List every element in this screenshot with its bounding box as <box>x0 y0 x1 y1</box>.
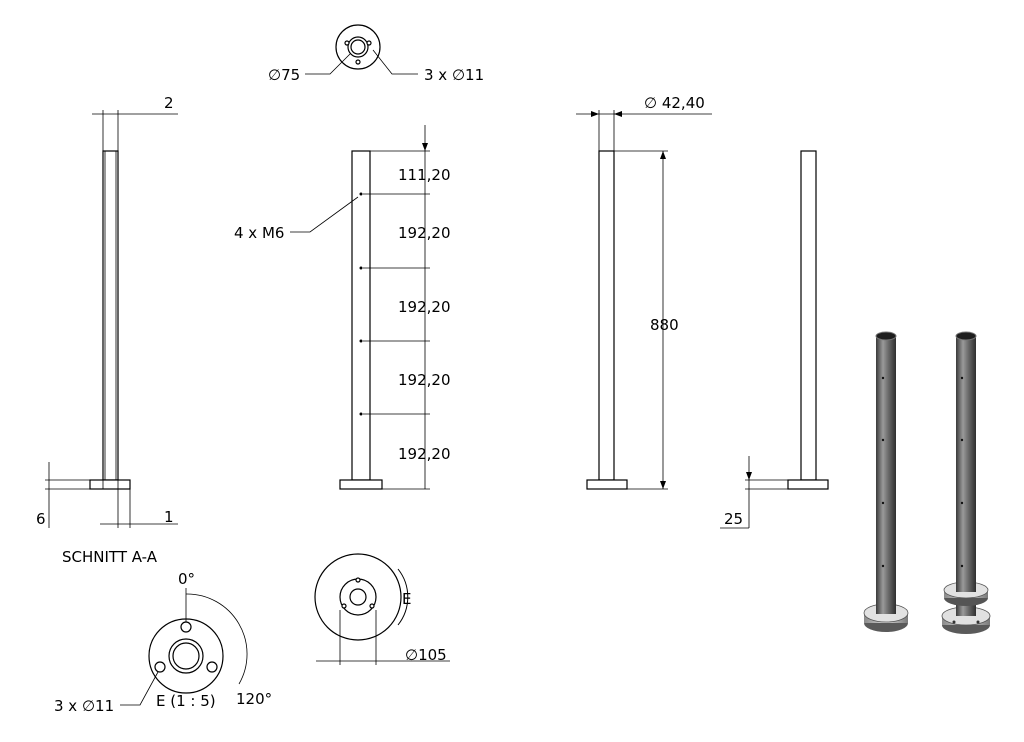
top-outer-dia-label: ∅75 <box>268 66 300 84</box>
base-offset-label: 1 <box>164 508 174 526</box>
top-holes-label: 3 x ∅11 <box>424 66 484 84</box>
detail-e-view <box>120 588 248 706</box>
height-label: 880 <box>650 316 679 334</box>
base-height-label: 6 <box>36 510 46 528</box>
detail-holes-label: 3 x ∅11 <box>54 697 114 715</box>
spacing-first-label: 111,20 <box>398 166 451 184</box>
thread-holes-label: 4 x M6 <box>234 224 284 242</box>
spacing-label-2: 192,20 <box>398 298 451 316</box>
spacing-label-3: 192,20 <box>398 371 451 389</box>
iso-render-2 <box>941 331 991 634</box>
tube-diameter-label: ∅ 42,40 <box>644 94 705 112</box>
spacing-label-1: 192,20 <box>398 224 451 242</box>
plate-diameter-label: ∅105 <box>405 646 447 664</box>
bottom-view-plate <box>314 553 450 665</box>
side-view-plate <box>720 150 829 529</box>
wall-thickness-label: 2 <box>164 94 174 112</box>
plate-offset-label: 25 <box>724 510 743 528</box>
section-title: SCHNITT A-A <box>62 548 158 566</box>
front-view-holes <box>290 125 430 490</box>
section-a-a-view <box>45 110 178 528</box>
detail-title: E (1 : 5) <box>156 692 216 710</box>
iso-render-1 <box>863 331 909 632</box>
top-view-flange <box>305 24 418 75</box>
side-view-height <box>576 110 712 490</box>
spacing-label-4: 192,20 <box>398 445 451 463</box>
angle-120-label: 120° <box>236 690 272 708</box>
detail-marker-label: E <box>402 590 411 608</box>
angle-zero-label: 0° <box>178 570 195 588</box>
